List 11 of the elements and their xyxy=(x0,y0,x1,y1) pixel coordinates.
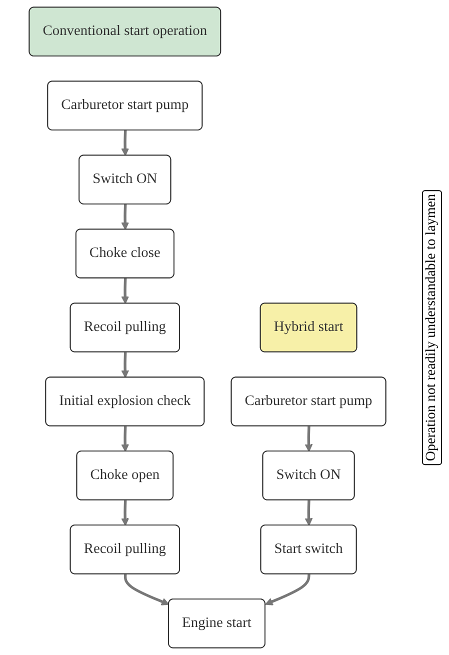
arrow xyxy=(121,426,130,452)
arrow xyxy=(121,500,130,526)
arrow xyxy=(304,426,313,452)
arrow xyxy=(121,204,130,230)
arrow xyxy=(124,574,170,606)
arrow xyxy=(121,352,130,378)
arrow xyxy=(265,574,310,606)
arrow xyxy=(121,278,130,304)
arrow xyxy=(121,130,130,156)
arrow xyxy=(304,500,313,526)
bracket-note: Operation not readily understandable to laymen xyxy=(422,190,442,466)
